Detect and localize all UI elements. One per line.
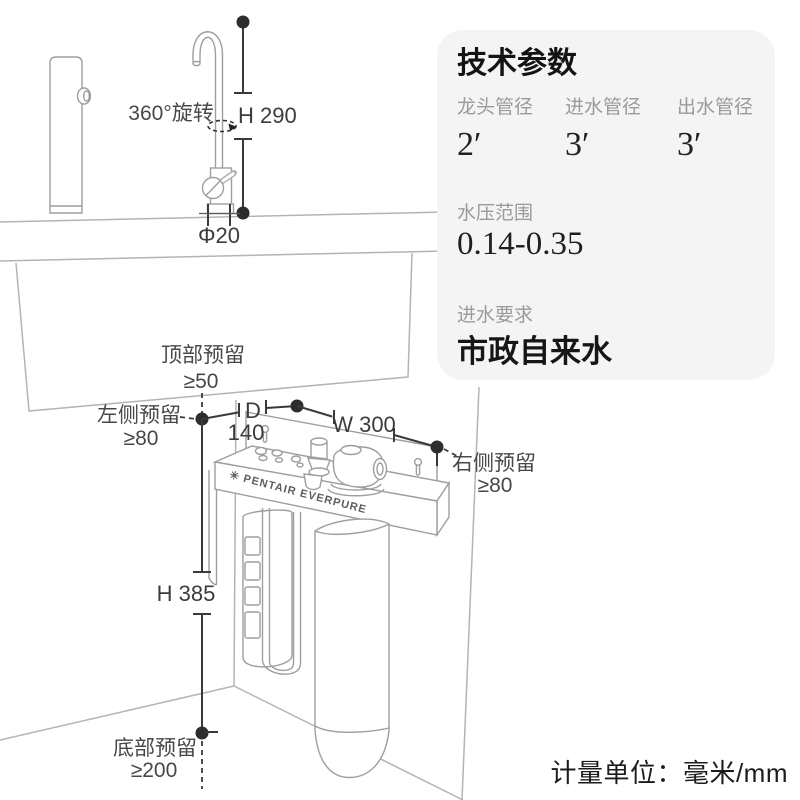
pressure-range-value: 0.14-0.35 (457, 226, 584, 262)
spec-faucet-pipe: 龙头管径 2′ (457, 92, 533, 164)
dim-unit-height: H 385 底部预留 ≥200 (113, 419, 218, 789)
left-clearance-label: 左侧预留 (97, 404, 181, 427)
inlet-requirement-value: 市政自来水 (457, 334, 612, 369)
spec-inlet-pipe: 进水管径 3′ (565, 92, 641, 164)
right-clearance-label: 右侧预留 (452, 452, 536, 475)
spec-outlet-pipe: 出水管径 3′ (677, 92, 753, 164)
bottom-clearance-value: ≥200 (131, 759, 178, 782)
rotation-arrow-icon (207, 119, 237, 133)
spec-label: 出水管径 (677, 97, 754, 118)
dim-depth-width: D 140 W 300 (195, 398, 444, 466)
spec-label: 进水管径 (565, 97, 642, 118)
top-clearance-value: ≥50 (184, 370, 219, 393)
dim-value-depth: 140 (228, 420, 265, 445)
dim-label-phi20: Φ20 (198, 223, 240, 248)
bottom-clearance-label: 底部预留 (113, 737, 197, 760)
rotation-label: 360°旋转 (128, 102, 213, 125)
keyhole-slot-right (413, 457, 423, 476)
keyhole-slot-left (260, 424, 270, 443)
spec-value: 3′ (677, 126, 702, 163)
dim-faucet-diameter: Φ20 (198, 204, 240, 248)
valve-head-sketch (254, 437, 388, 497)
inlet-requirement-label: 进水要求 (457, 305, 534, 326)
spec-value: 3′ (565, 126, 590, 163)
pressure-range-label: 水压范围 (457, 203, 534, 224)
spec-label: 龙头管径 (457, 97, 534, 118)
left-fixture-sketch (49, 56, 92, 214)
spec-value: 2′ (457, 126, 482, 163)
dim-left-clearance: 左侧预留 ≥80 (97, 404, 197, 450)
filter-cartridges-sketch (242, 508, 390, 779)
top-clearance-label: 顶部预留 (161, 344, 245, 367)
dim-faucet-height: H 290 360°旋转 (128, 15, 297, 220)
panel-title: 技术参数 (457, 47, 577, 80)
dim-top-clearance: 顶部预留 ≥50 (161, 344, 245, 413)
pentair-logo-icon: ✳ (228, 469, 241, 483)
dim-label-h290: H 290 (238, 103, 297, 128)
right-clearance-value: ≥80 (478, 474, 513, 497)
dim-right-clearance: 右侧预留 ≥80 (443, 448, 536, 497)
dim-label-width: W 300 (332, 412, 396, 437)
measurement-unit-note: 计量单位：毫米/mm (550, 758, 788, 788)
dim-label-h385: H 385 (157, 581, 216, 606)
tech-specs-panel: 技术参数 龙头管径 2′ 进水管径 3′ 出水管径 3′ 水压范围 0.14-0… (437, 30, 775, 380)
left-clearance-value: ≥80 (124, 427, 159, 450)
dim-label-depth: D (245, 398, 261, 423)
